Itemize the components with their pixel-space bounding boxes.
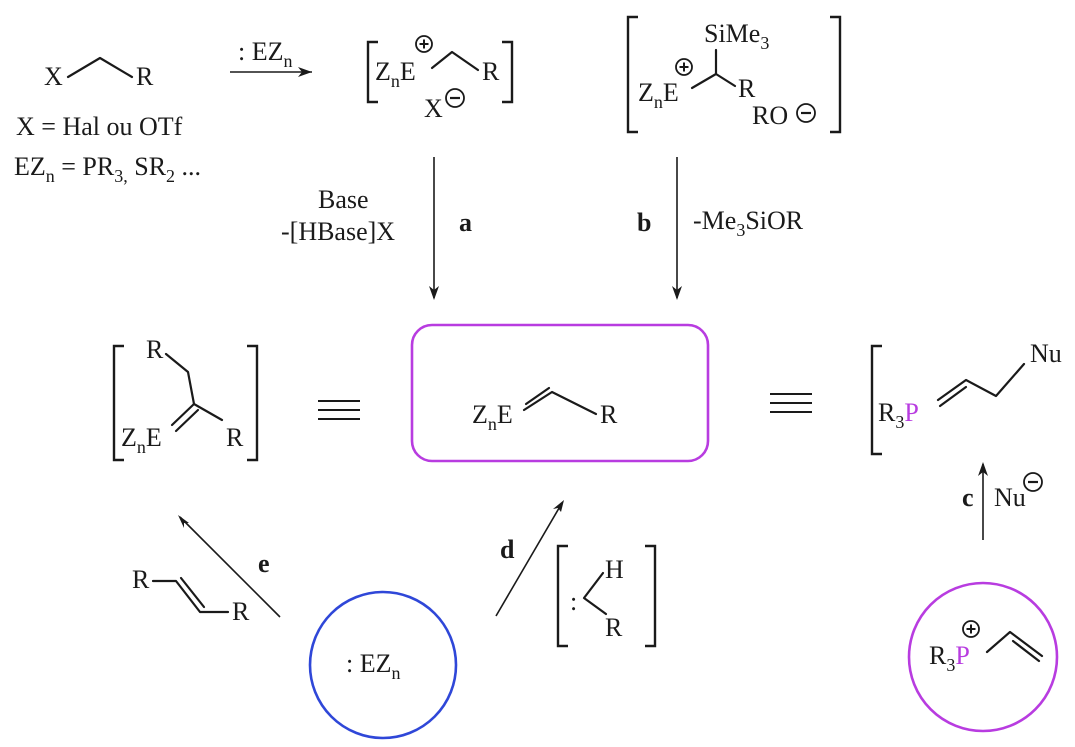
start-r-label: R bbox=[136, 62, 154, 91]
right-bracket-left bbox=[870, 344, 882, 456]
vinylphosphonium-circle bbox=[907, 581, 1059, 733]
arrow-top-head bbox=[298, 67, 312, 77]
legend-line-2: EZn = PR3, SR2 ... bbox=[14, 152, 201, 186]
int1-bonds bbox=[430, 50, 480, 72]
int1-bracket-right bbox=[502, 40, 514, 104]
left-r-top-label: R bbox=[146, 335, 164, 364]
int1-minus-charge bbox=[445, 88, 465, 108]
arrow-a-cond1: Base bbox=[318, 185, 369, 214]
arrow-a-head bbox=[429, 286, 439, 300]
right-double-bond bbox=[938, 385, 968, 408]
left-zne-label: ZnE bbox=[121, 423, 162, 457]
left-r-label: R bbox=[226, 423, 244, 452]
carbene-bracket-right bbox=[645, 544, 657, 648]
right-nu-label: Nu bbox=[1030, 339, 1062, 368]
start-x-label: X bbox=[44, 62, 63, 91]
arrow-c-nu-label: Nu bbox=[994, 483, 1026, 512]
alkene-bonds bbox=[151, 579, 230, 614]
carbene-colon-label: : bbox=[570, 587, 577, 616]
arrow-c-label: c bbox=[962, 483, 974, 512]
start-bonds bbox=[66, 56, 134, 79]
legend-line-1: X = Hal ou OTf bbox=[16, 112, 183, 141]
arrow-a-cond2: -[HBase]X bbox=[281, 217, 395, 246]
equiv-left bbox=[318, 400, 360, 420]
left-bracket-left bbox=[112, 344, 124, 462]
carbene-r-label: R bbox=[605, 613, 623, 642]
int1-r-label: R bbox=[482, 57, 500, 86]
magenta-bonds bbox=[985, 630, 1044, 658]
arrow-b-head bbox=[672, 286, 682, 300]
alkene-r2-label: R bbox=[232, 597, 250, 626]
magenta-r3p-label: R3P bbox=[929, 641, 970, 675]
left-bonds bbox=[164, 352, 224, 422]
arrow-d-head bbox=[553, 500, 564, 512]
ezn-circle bbox=[308, 590, 458, 740]
carbene-bonds bbox=[582, 571, 608, 616]
right-bonds bbox=[936, 362, 1026, 402]
int2-ro-label: RO bbox=[752, 101, 788, 130]
arrow-b-label: b bbox=[637, 208, 651, 237]
start-molecule: X R bbox=[44, 56, 154, 91]
blue-ezn-label: : EZn bbox=[346, 649, 401, 683]
arrow-c-minus-charge bbox=[1023, 472, 1043, 492]
int1-zne-label: ZnE bbox=[375, 57, 416, 91]
carbene-h-label: H bbox=[605, 555, 624, 584]
center-r-label: R bbox=[600, 400, 618, 429]
arrow-e-line bbox=[179, 516, 281, 618]
arrow-e-head bbox=[178, 515, 189, 528]
arrow-d-label: d bbox=[500, 535, 515, 564]
center-product-box bbox=[410, 323, 710, 463]
int1-bracket-left bbox=[366, 40, 378, 104]
magenta-double-bond bbox=[1011, 639, 1041, 663]
equiv-right bbox=[770, 393, 812, 413]
center-zne-label: ZnE bbox=[472, 400, 513, 434]
magenta-plus-charge bbox=[962, 620, 980, 638]
int1-plus-charge bbox=[415, 35, 433, 53]
center-bonds bbox=[522, 390, 598, 416]
alkene-double-bond bbox=[179, 576, 206, 609]
int1-anion-label: X bbox=[424, 94, 443, 123]
int2-bracket-right bbox=[830, 15, 842, 134]
int2-r-label: R bbox=[738, 74, 756, 103]
left-bracket-right bbox=[247, 344, 259, 462]
arrow-c-head bbox=[978, 462, 988, 476]
reagent-top-label: : EZn bbox=[238, 37, 293, 71]
arrow-e-label: e bbox=[258, 549, 270, 578]
int2-minus-charge bbox=[796, 103, 816, 123]
int2-zne-label: ZnE bbox=[638, 78, 679, 112]
int2-bracket-left bbox=[626, 15, 638, 134]
right-r3p-label: R3P bbox=[878, 398, 919, 432]
carbene-bracket-left bbox=[556, 544, 568, 648]
arrow-b-cond: -Me3SiOR bbox=[693, 206, 804, 240]
int2-sime3-label: SiMe3 bbox=[704, 19, 769, 53]
arrow-a-label: a bbox=[459, 208, 472, 237]
center-double-bond bbox=[524, 386, 551, 406]
arrow-d-line bbox=[495, 502, 563, 617]
alkene-r1-label: R bbox=[132, 565, 150, 594]
left-double-bond bbox=[170, 402, 200, 433]
int2-plus-charge bbox=[675, 58, 693, 76]
int2-bonds bbox=[690, 48, 737, 90]
